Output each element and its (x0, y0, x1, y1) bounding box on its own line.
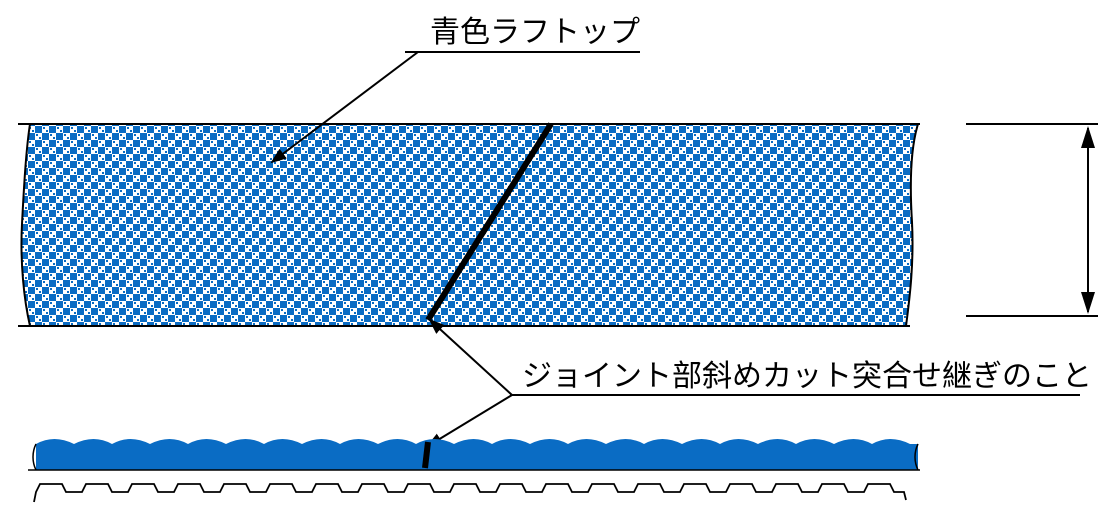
diagonal-joint-line (425, 122, 554, 322)
width-dimension (966, 123, 1098, 317)
section-blue-sheet (28, 439, 920, 471)
corrugated-deck-profile (33, 483, 907, 503)
top-fabric-band (18, 123, 920, 327)
joint-leader-to-plan (428, 318, 513, 396)
top-label-leader (270, 51, 419, 164)
top-material-label: 青色ラフトップ (430, 15, 640, 50)
joint-leader-to-section (426, 394, 513, 448)
joint-note-label: ジョイント部斜めカット突合せ継ぎのこと (522, 359, 1092, 394)
section-joint-line (422, 441, 431, 469)
